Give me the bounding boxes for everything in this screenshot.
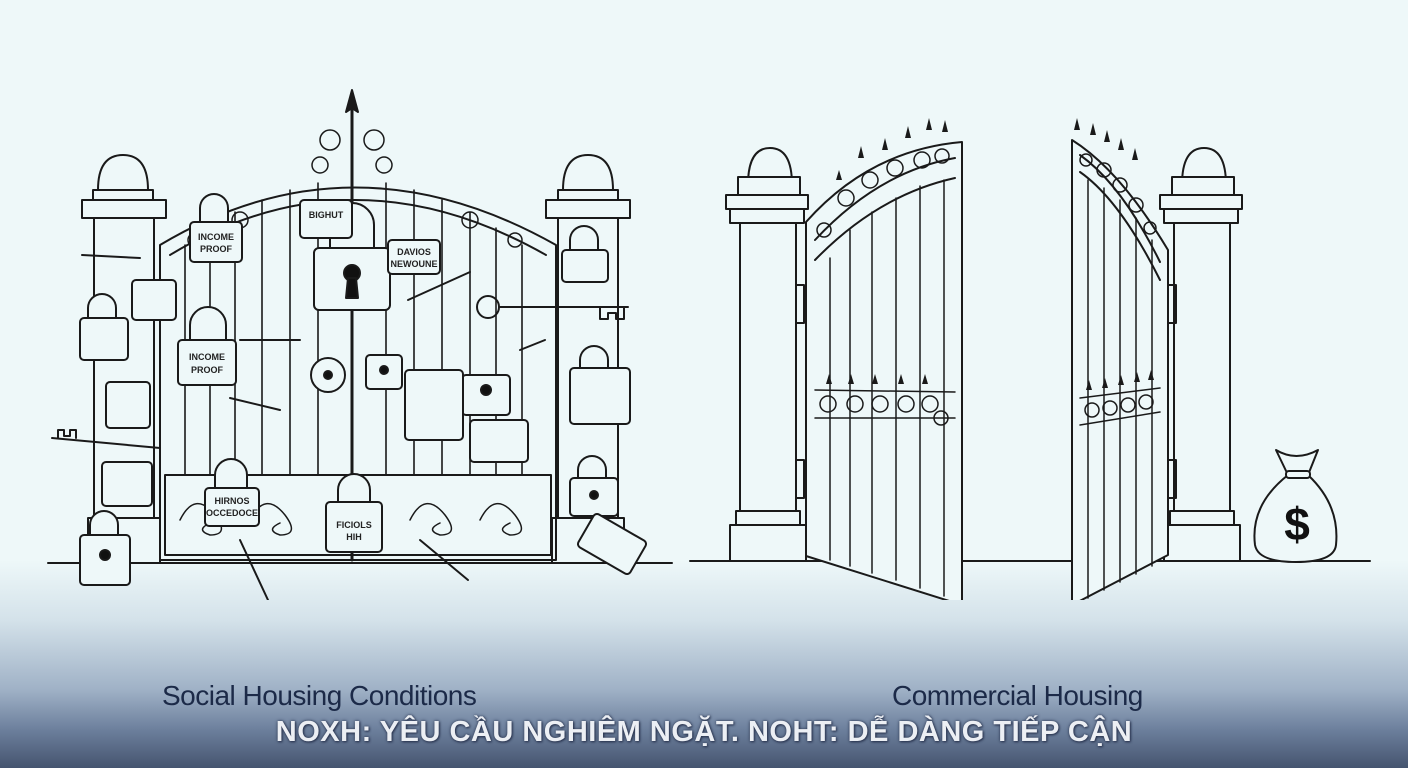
slide-title: NOXH: YÊU CẦU NGHIÊM NGẶT. NOHT: DỄ DÀNG…	[275, 716, 1133, 748]
illustration: INCOME PROOF INCOME PROOF DAVIOS NEWOUNE…	[47, 89, 1371, 600]
svg-text:BIGHUT: BIGHUT	[309, 210, 344, 220]
svg-text:DAVIOS: DAVIOS	[397, 247, 431, 257]
svg-text:OCCEDOCE: OCCEDOCE	[206, 508, 258, 518]
open-gate-icon	[689, 118, 1371, 600]
svg-text:HIH: HIH	[346, 532, 362, 542]
padlock-icon: BIGHUT	[299, 199, 353, 239]
key-icon	[51, 254, 629, 600]
padlock-icon: INCOME PROOF	[189, 193, 243, 263]
money-bag-icon: $	[1253, 449, 1338, 563]
svg-text:$: $	[1284, 498, 1310, 550]
padlock-icon: DAVIOS NEWOUNE	[387, 239, 441, 275]
padlock-icon: INCOME PROOF	[177, 306, 237, 386]
svg-text:PROOF: PROOF	[200, 244, 233, 254]
padlock-icon	[79, 225, 648, 586]
svg-text:NEWOUNE: NEWOUNE	[391, 259, 438, 269]
caption-social-housing: Social Housing Conditions	[162, 680, 477, 711]
padlock-icon: FICIOLS HIH	[325, 473, 383, 553]
svg-text:FICIOLS: FICIOLS	[336, 520, 372, 530]
svg-text:INCOME: INCOME	[198, 232, 234, 242]
svg-text:HIRNOS: HIRNOS	[214, 496, 249, 506]
caption-commercial-housing: Commercial Housing	[892, 680, 1143, 711]
padlock-icon: HIRNOS OCCEDOCE	[204, 458, 260, 527]
svg-text:INCOME: INCOME	[189, 352, 225, 362]
svg-text:PROOF: PROOF	[191, 365, 224, 375]
